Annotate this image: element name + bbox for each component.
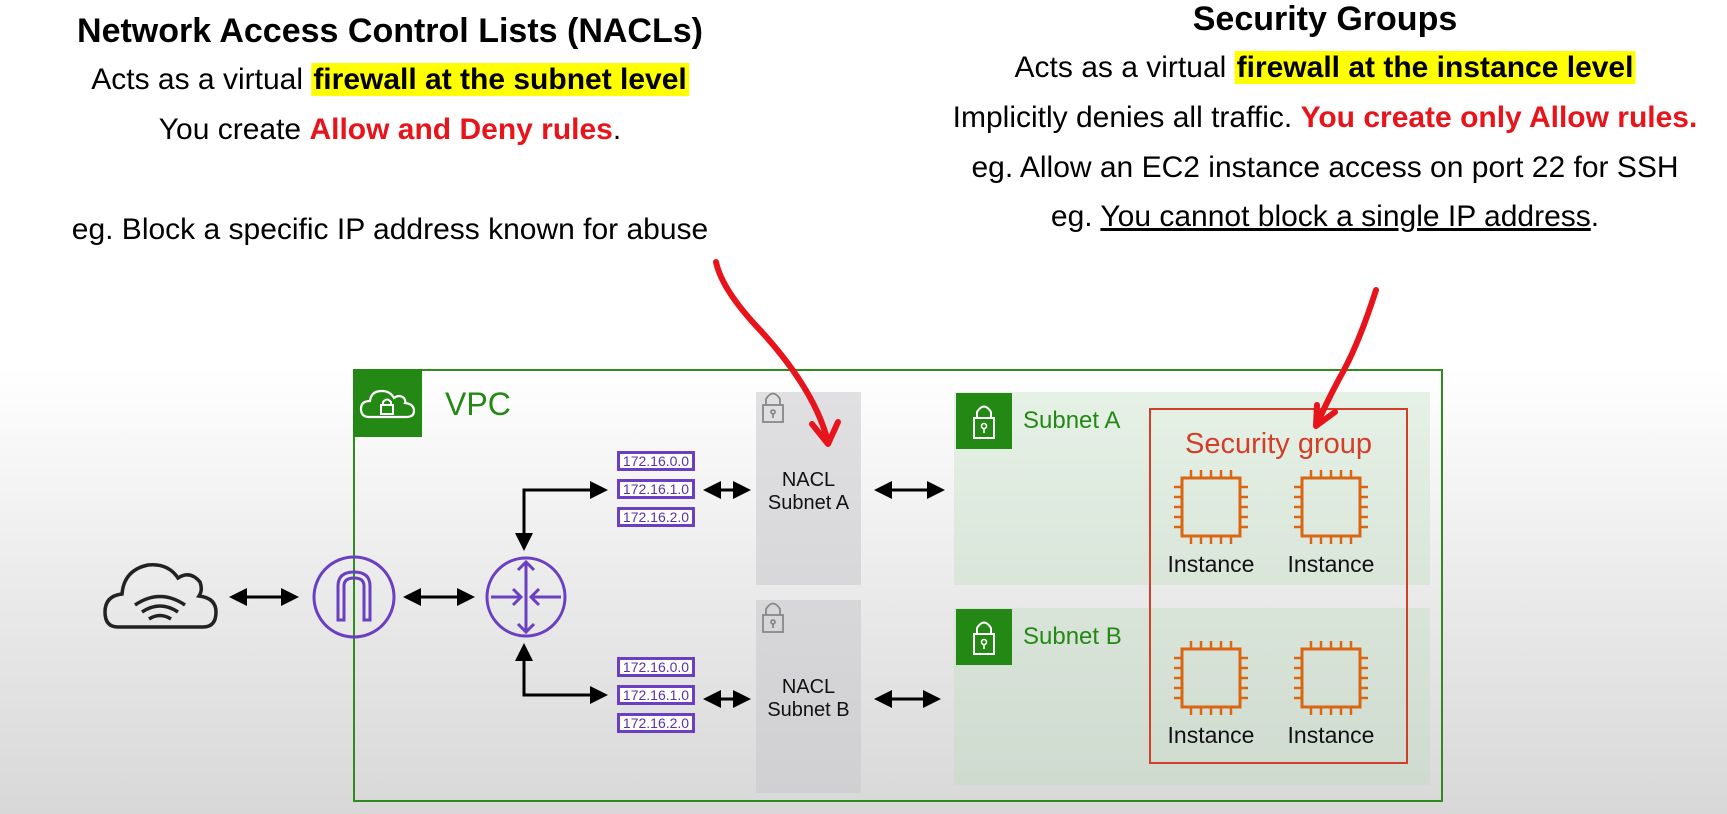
subnet-a-badge [956,393,1012,449]
sg-line2-red: You create only Allow rules. [1300,101,1698,134]
nacl-line2-red: Allow and Deny rules [309,113,613,146]
sg-title: Security Groups [1192,0,1458,38]
ec2-chip-icon [1174,470,1248,544]
instance-label: Instance [1287,551,1375,577]
route-table-a-entry: 172.16.1.0 [617,479,695,499]
padlock-icon [762,602,784,633]
arrow-router-route-a [515,481,608,551]
subnet-a-label: Subnet A [1023,407,1121,434]
sg-description-line1: Acts as a virtual firewall at the instan… [1015,51,1636,85]
nacl-line1-highlight: firewall at the subnet level [311,63,689,96]
route-table-a-entry: 172.16.2.0 [617,507,695,527]
instance-label: Instance [1287,722,1375,748]
instance-label: Instance [1167,722,1255,748]
vpc-badge [353,369,422,437]
nacl-b-line1: NACL [781,676,836,698]
sg-example1: eg. Allow an EC2 instance access on port… [971,151,1679,184]
nacl-b-label: NACL Subnet B [756,676,861,722]
subnet-b-label: Subnet B [1023,623,1122,650]
route-table-b-entry: 172.16.1.0 [617,685,695,705]
ec2-chip-icon [1174,641,1248,715]
sg-line1-prefix: Acts as a virtual [1014,51,1235,84]
sg-example2-underlined: You cannot block a single IP address [1100,200,1591,233]
nacl-a-line2: Subnet A [767,492,850,514]
nacl-a-label: NACL Subnet A [756,469,861,515]
sg-example2-suffix: . [1590,200,1600,233]
nacl-a-line1: NACL [781,469,836,491]
nacl-title: Network Access Control Lists (NACLs) [77,12,703,50]
instance-label: Instance [1167,551,1255,577]
annotation-arrow-nacl [713,259,841,447]
sg-line2-prefix: Implicitly denies all traffic. [952,101,1301,134]
arrow-router-route-b [515,643,608,704]
padlock-icon [973,621,995,655]
router-icon [485,556,567,638]
nacl-description-line2: You create Allow and Deny rules. [159,113,621,147]
route-table-a-entry: 172.16.0.0 [617,451,695,471]
nacl-line2-prefix: You create [158,113,310,146]
subnet-b-panel [954,608,1430,785]
connection-arrows [229,481,945,708]
sg-example2-prefix: eg. [1050,200,1101,233]
route-table-b-entry: 172.16.0.0 [617,657,695,677]
vpc-cloud-lock-icon [359,389,416,419]
subnet-a-panel [954,392,1430,585]
padlock-icon [762,392,784,423]
security-group-label: Security group [1185,428,1372,460]
sg-line1-highlight: firewall at the instance level [1234,51,1636,84]
ec2-chip-icon [1294,641,1368,715]
nacl-b-line2: Subnet B [767,699,850,721]
subnet-b-badge [956,609,1012,665]
nacl-line2-suffix: . [612,113,622,146]
route-table-b-entry: 172.16.2.0 [617,713,695,733]
nacl-panel-subnet-a [756,392,861,585]
nacl-description-line1: Acts as a virtual firewall at the subnet… [91,63,689,97]
internet-cloud-icon [103,563,218,629]
padlock-icon [973,405,995,439]
nacl-line1-prefix: Acts as a virtual [91,63,312,96]
nacl-example: eg. Block a specific IP address known fo… [71,213,709,246]
vpc-label: VPC [445,386,511,422]
annotation-arrow-security-group [1313,287,1379,429]
sg-description-line2: Implicitly denies all traffic. You creat… [953,101,1698,135]
ec2-chip-icon [1294,470,1368,544]
vpc-boundary [353,369,1443,802]
internet-gateway-icon [312,437,396,802]
sg-example2: eg. You cannot block a single IP address… [1051,200,1599,234]
security-group-boundary [1149,408,1408,764]
